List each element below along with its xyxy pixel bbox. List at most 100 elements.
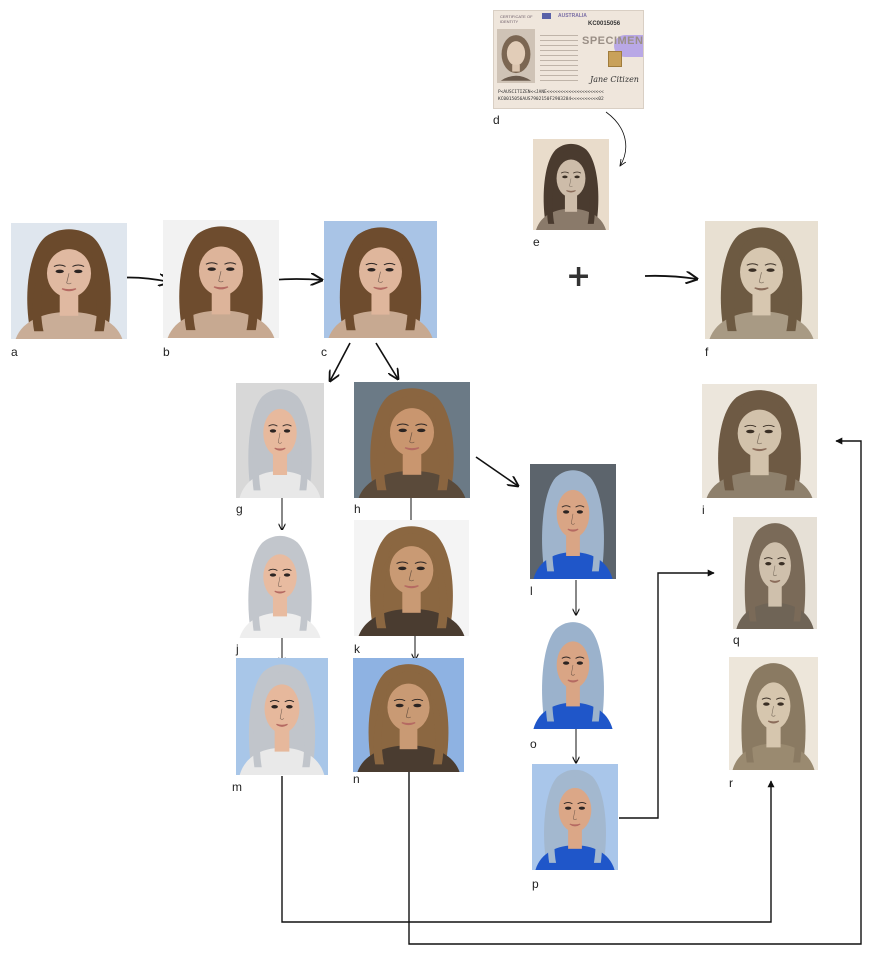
hair-left-strand: [725, 258, 741, 332]
right-brow: [573, 171, 582, 174]
lips: [769, 579, 781, 583]
neck: [399, 728, 418, 750]
lips: [213, 286, 229, 290]
shoulders: [239, 471, 321, 498]
arrow-m-r: [281, 776, 775, 923]
panel-label-k: k: [354, 642, 360, 656]
nose: [758, 272, 764, 284]
arrow-p-q: [619, 569, 715, 819]
panel-label-j: j: [236, 642, 239, 656]
panel-label-f: f: [705, 345, 709, 359]
neck: [274, 730, 290, 752]
hair-left-strand: [748, 552, 760, 622]
left-brow: [53, 264, 66, 267]
left-eye: [563, 510, 570, 514]
hair-front: [262, 396, 298, 422]
hair-left-strand: [545, 500, 557, 572]
left-brow: [365, 262, 378, 266]
right-eye: [286, 704, 293, 709]
neck: [766, 726, 781, 748]
hair-left-strand: [375, 556, 390, 629]
hair-right-strand: [91, 259, 106, 332]
hair-right-strand: [434, 418, 449, 491]
left-eye: [55, 269, 64, 274]
hair-left-strand: [547, 167, 557, 224]
nose: [377, 271, 383, 283]
right-eye: [74, 269, 83, 274]
card-signature: Jane Citizen: [590, 75, 639, 84]
portrait-image-i: [702, 384, 817, 498]
arrow-h-l: [475, 456, 518, 486]
right-brow: [224, 262, 237, 265]
shoulders: [358, 608, 465, 636]
lips: [276, 723, 288, 727]
hair-left-strand: [375, 418, 390, 491]
hair-left-strand: [253, 695, 265, 768]
panel-label-r: r: [729, 776, 733, 790]
lips: [274, 590, 286, 594]
mini-portrait: [608, 51, 622, 67]
portrait-image-a: [11, 223, 127, 339]
portrait-image-o: [530, 616, 616, 729]
nose: [771, 705, 776, 717]
shoulders: [535, 845, 615, 870]
card-text-lines: [540, 31, 578, 81]
hair-front: [357, 234, 404, 260]
hair-front: [262, 542, 298, 566]
lips: [404, 447, 420, 451]
left-eye: [207, 267, 216, 271]
hair-front: [45, 236, 93, 262]
face: [740, 247, 783, 297]
neck: [752, 293, 771, 316]
right-eye: [777, 702, 784, 706]
left-brow: [269, 699, 280, 703]
right-brow: [577, 801, 587, 805]
neck: [211, 292, 231, 315]
portrait-image-h: [354, 382, 470, 498]
face: [389, 408, 435, 457]
right-brow: [575, 656, 585, 659]
hair-front: [736, 397, 783, 422]
panel-label-n: n: [353, 772, 360, 786]
card-mrz-line-2: KC0015056AUS7902150F2903284<<<<<<<<<<02: [498, 97, 604, 102]
panel-label-p: p: [532, 877, 539, 891]
hair-right-strand: [296, 419, 308, 491]
shoulders: [736, 602, 814, 629]
nose: [405, 707, 411, 719]
shoulders: [328, 310, 433, 338]
hair-front: [557, 776, 593, 800]
right-eye: [417, 428, 426, 433]
nose: [570, 513, 575, 525]
face: [389, 546, 434, 595]
neck: [402, 591, 421, 613]
panel-label-d: d: [493, 113, 500, 127]
panel-label-e: e: [533, 235, 540, 249]
card-mrz-line-1: P<AUSCITIZEN<<JANE<<<<<<<<<<<<<<<<<<<<<: [498, 90, 604, 95]
hair-left-strand: [252, 419, 264, 491]
nose: [66, 273, 72, 285]
hair-front: [386, 671, 431, 696]
panel-label-m: m: [232, 780, 242, 794]
panel-label-h: h: [354, 502, 361, 516]
left-eye: [765, 561, 772, 566]
portrait-image-g: [236, 383, 324, 498]
panel-label-o: o: [530, 737, 537, 751]
hair-front: [555, 477, 591, 503]
portrait-image-n: [353, 658, 464, 772]
hair-right-strand: [585, 167, 595, 224]
card-number: KC0015056: [588, 21, 621, 27]
nose: [279, 708, 285, 720]
hair-right-strand: [591, 797, 603, 863]
left-eye: [563, 661, 570, 665]
panel-label-l: l: [530, 584, 533, 598]
right-brow: [282, 424, 292, 427]
hair-right-strand: [299, 695, 311, 768]
left-eye: [269, 429, 277, 433]
shoulders: [167, 310, 275, 338]
left-eye: [562, 175, 568, 179]
shoulders: [533, 702, 613, 729]
hair-right-strand: [429, 694, 444, 765]
left-brow: [560, 171, 569, 174]
right-eye: [578, 806, 585, 810]
